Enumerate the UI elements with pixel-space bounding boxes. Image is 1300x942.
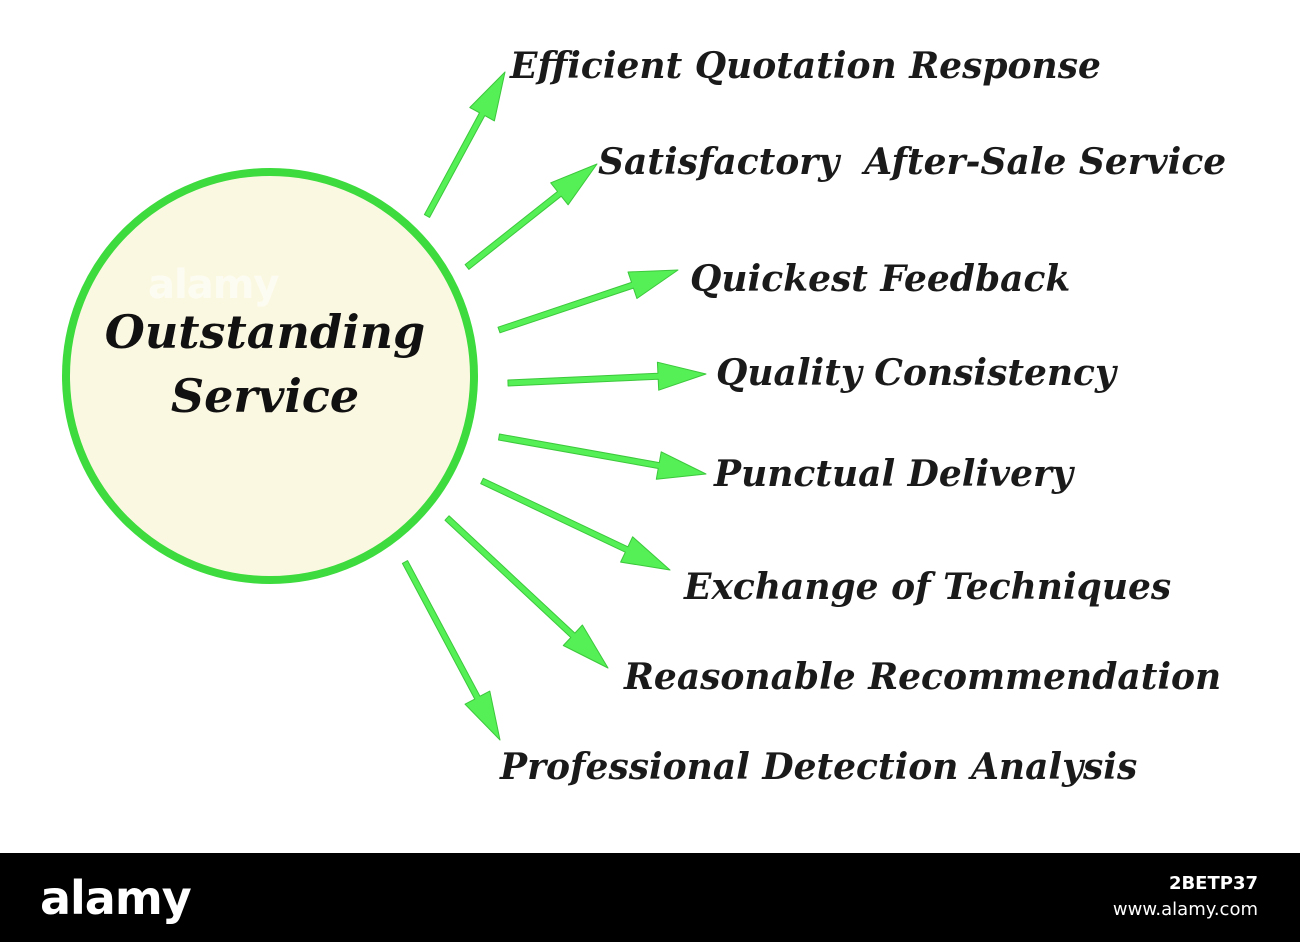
footer-bar: alamy 2BETP37 www.alamy.com xyxy=(0,853,1300,942)
arrow-exchange-of-techniques xyxy=(480,477,671,571)
center-title: Outstanding Service xyxy=(70,300,460,428)
footer-url: www.alamy.com xyxy=(1112,899,1258,920)
arrow-professional-detection-analysis xyxy=(401,560,501,741)
item-punctual-delivery: Punctual Delivery xyxy=(714,453,1073,495)
item-professional-detection-analysis: Professional Detection Analysis xyxy=(500,746,1138,788)
item-reasonable-recommendation: Reasonable Recommendation xyxy=(624,656,1222,698)
diagram: alamy Outstanding Service Efficient Quot… xyxy=(62,45,1227,788)
watermark-logo: alamy xyxy=(148,262,279,308)
item-satisfactory-after-sale-service: Satisfactory After-Sale Service xyxy=(598,141,1227,183)
arrow-quality-consistency xyxy=(507,361,707,391)
center-circle xyxy=(62,168,478,584)
arrow-satisfactory-after-sale-service xyxy=(464,163,598,270)
arrow-punctual-delivery xyxy=(498,433,707,480)
footer-info: 2BETP37 www.alamy.com xyxy=(1113,871,1258,923)
diagram-canvas xyxy=(62,71,707,741)
center-title-line2: Service xyxy=(170,369,360,423)
arrow-reasonable-recommendation xyxy=(444,515,609,669)
item-exchange-of-techniques: Exchange of Techniques xyxy=(684,566,1172,608)
arrows-group xyxy=(401,71,707,741)
arrow-efficient-quotation-response xyxy=(423,71,506,218)
footer-logo: alamy xyxy=(40,871,192,925)
item-efficient-quotation-response: Efficient Quotation Response xyxy=(510,45,1101,87)
item-quality-consistency: Quality Consistency xyxy=(716,352,1116,394)
arrow-quickest-feedback xyxy=(497,269,679,334)
footer-image-id: 2BETP37 xyxy=(1168,873,1258,894)
item-quickest-feedback: Quickest Feedback xyxy=(690,258,1071,300)
center-title-line1: Outstanding xyxy=(104,305,426,359)
